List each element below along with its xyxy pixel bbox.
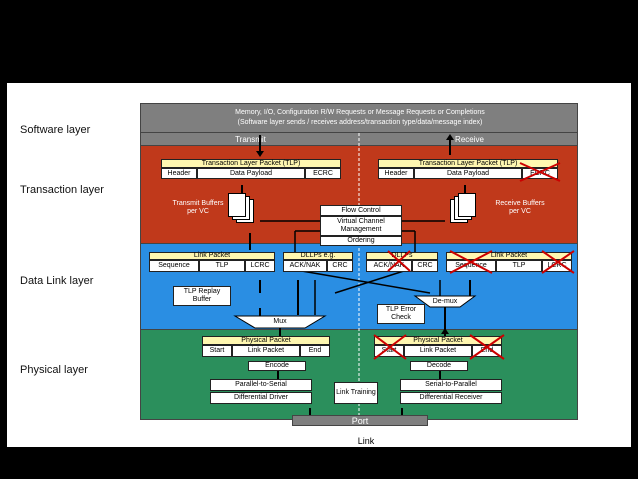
flow-control: Flow Control xyxy=(320,205,402,216)
tx-link-packet-title: Link Packet xyxy=(149,252,275,260)
differential-receiver: Differential Receiver xyxy=(400,392,502,404)
tx-buffers-label: Transmit Buffers per VC xyxy=(172,200,224,215)
rx-link-packet-title: Link Packet xyxy=(446,252,572,260)
slide: Software layer Transaction layer Data Li… xyxy=(7,83,631,447)
pcie-diagram: Memory, I/O, Configuration R/W Requests … xyxy=(140,103,578,446)
tx-tlp-ecrc: ECRC xyxy=(305,168,341,179)
transmit-header: Transmit xyxy=(235,135,266,144)
tx-end: End xyxy=(300,345,330,357)
rx-crc: CRC xyxy=(412,260,438,272)
label-datalink-layer: Data Link layer xyxy=(20,275,94,287)
link-training: Link Training xyxy=(334,382,378,404)
removed-field-marks xyxy=(373,162,575,360)
tx-buffer-stack-icon xyxy=(228,193,262,227)
cross-rx-lcrc xyxy=(541,250,575,274)
cross-rx-dllps xyxy=(387,250,411,272)
tx-link-tlp: TLP xyxy=(199,260,245,272)
diagram-lines xyxy=(233,133,477,420)
tx-start: Start xyxy=(202,345,232,357)
tx-phys-link-packet: Link Packet xyxy=(232,345,300,357)
tx-tlp-title: Transaction Layer Packet (TLP) xyxy=(161,159,341,168)
vc-management: Virtual Channel Management xyxy=(320,216,402,236)
cross-rx-sequence xyxy=(449,250,493,274)
tx-physical-packet-title: Physical Packet xyxy=(202,336,330,345)
decode: Decode xyxy=(410,361,468,371)
rx-tlp-header: Header xyxy=(378,168,414,179)
cross-rx-start xyxy=(373,334,407,360)
software-band: Memory, I/O, Configuration R/W Requests … xyxy=(140,103,578,133)
rx-phys-link-packet: Link Packet xyxy=(404,345,472,357)
serial-to-parallel: Serial-to-Parallel xyxy=(400,379,502,391)
tx-dllps-title: DLLPs e.g. xyxy=(283,252,353,260)
tx-crc: CRC xyxy=(327,260,353,272)
mux-label: Mux xyxy=(273,318,287,325)
tx-tlp-header: Header xyxy=(161,168,197,179)
software-line2: (Software layer sends / receives address… xyxy=(237,119,483,126)
receive-header: Receive xyxy=(455,135,484,144)
software-line1: Memory, I/O, Configuration R/W Requests … xyxy=(235,109,485,116)
rx-end: End xyxy=(472,345,502,357)
differential-driver: Differential Driver xyxy=(210,392,312,404)
tx-ack-nak: ACK/NAK xyxy=(283,260,327,272)
demux-label: De-mux xyxy=(432,298,458,305)
tlp-replay-buffer: TLP Replay Buffer xyxy=(173,286,231,306)
tlp-error-check: TLP Error Check xyxy=(377,304,425,324)
parallel-to-serial: Parallel-to-Serial xyxy=(210,379,312,391)
tx-tlp-payload: Data Payload xyxy=(197,168,305,179)
encode: Encode xyxy=(248,361,306,371)
link-label: Link xyxy=(357,436,375,446)
label-software-layer: Software layer xyxy=(20,124,91,136)
port: Port xyxy=(292,415,428,426)
rx-physical-packet-title: Physical Packet xyxy=(374,336,502,345)
cross-rx-ecrc xyxy=(519,162,561,182)
rx-buffer-stack-icon xyxy=(450,193,484,227)
tx-sequence: Sequence xyxy=(149,260,199,272)
rx-link-tlp: TLP xyxy=(496,260,542,272)
label-transaction-layer: Transaction layer xyxy=(20,184,104,196)
cross-rx-end xyxy=(469,334,505,360)
ordering: Ordering xyxy=(320,236,402,246)
rx-tlp-payload: Data Payload xyxy=(414,168,522,179)
tx-lcrc: LCRC xyxy=(245,260,275,272)
rx-buffers-label: Receive Buffers per VC xyxy=(495,200,545,215)
label-physical-layer: Physical layer xyxy=(20,364,88,376)
